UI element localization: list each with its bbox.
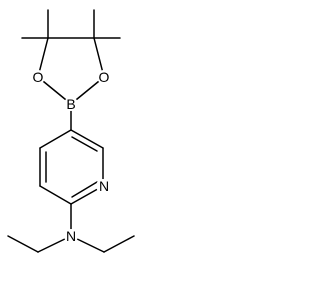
bond-double-c6-c5 xyxy=(71,136,98,152)
bond-c6-c5 xyxy=(70,129,104,149)
bond-double-c2-n1 xyxy=(71,181,98,198)
bond-o-b-right xyxy=(70,76,105,105)
bond-o-b-left xyxy=(37,76,72,105)
atom-labels: O O B N N xyxy=(31,69,111,244)
ring-nitrogen-label: N xyxy=(99,178,109,194)
bond-c5-c4 xyxy=(39,129,72,149)
bond-c3-c2 xyxy=(39,185,72,205)
bond-ethyl-right-ch3 xyxy=(103,235,135,253)
amine-nitrogen-label: N xyxy=(66,228,76,244)
bond-ethyl-left-ch3 xyxy=(7,235,39,253)
bonds xyxy=(7,9,135,253)
oxygen-left-label: O xyxy=(33,69,44,85)
boron-label: B xyxy=(66,96,75,112)
oxygen-right-label: O xyxy=(99,69,110,85)
molecule-diagram: O O B N N xyxy=(7,9,135,253)
